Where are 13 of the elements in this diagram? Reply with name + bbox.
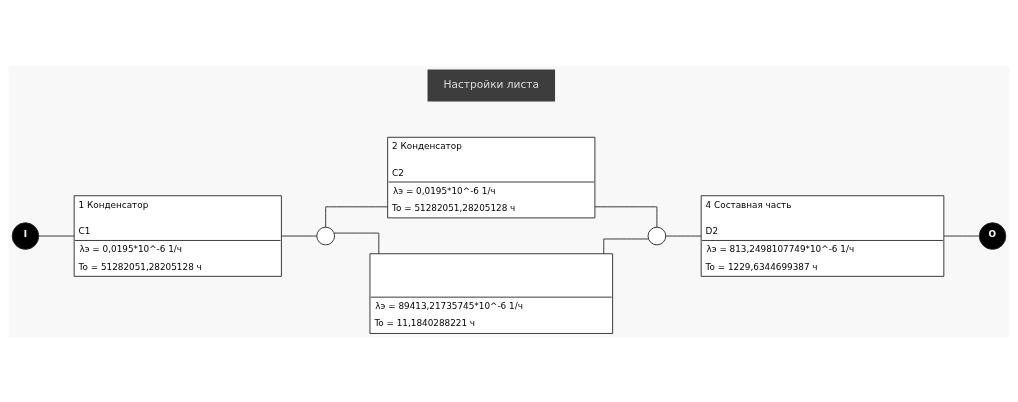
connector	[594, 205, 658, 228]
node-circle	[647, 226, 667, 245]
connector	[943, 235, 980, 236]
connector	[38, 235, 75, 236]
node-circle	[316, 226, 335, 245]
connector	[603, 238, 649, 254]
connector	[665, 235, 702, 236]
node-circle: I	[11, 221, 40, 250]
connector	[333, 232, 380, 254]
label: Настройки листа	[443, 77, 540, 91]
connector	[325, 205, 389, 228]
node-circle: O	[978, 221, 1007, 250]
connector	[281, 235, 318, 236]
